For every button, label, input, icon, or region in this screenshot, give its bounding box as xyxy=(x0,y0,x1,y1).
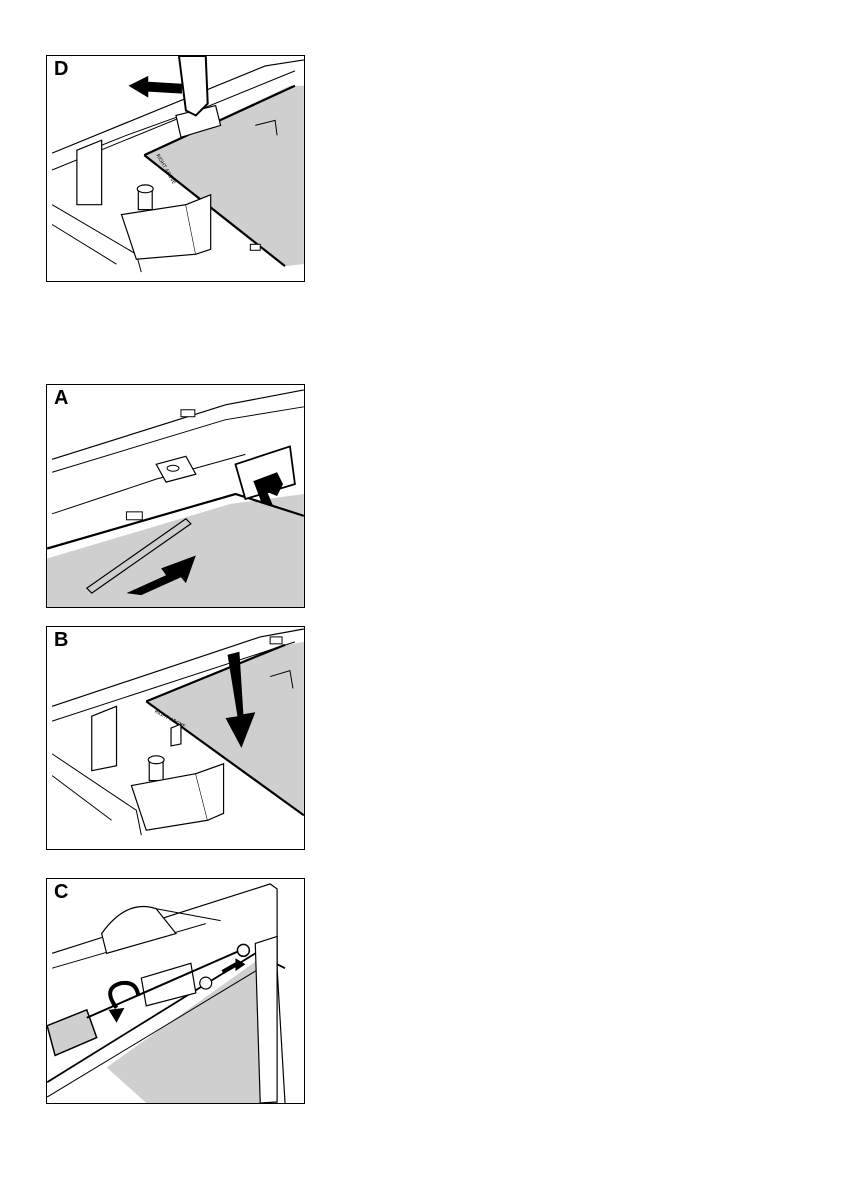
screw-bolt xyxy=(200,977,212,989)
figure-d-illustration: RIGHT ABOVE xyxy=(47,56,304,281)
rail-line xyxy=(52,390,304,459)
figure-b-illustration: RIGHT ABOVE xyxy=(47,627,304,849)
bolt-head xyxy=(137,185,153,193)
screwdriver xyxy=(179,56,208,115)
figure-a-illustration xyxy=(47,385,304,607)
base-plate xyxy=(131,774,207,830)
figure-c: C xyxy=(46,878,305,1104)
figure-label-b: B xyxy=(54,630,68,650)
screw xyxy=(237,944,249,956)
figure-label-a: A xyxy=(54,388,68,408)
small-tab xyxy=(250,244,260,250)
small-tab xyxy=(181,410,195,417)
front-rail xyxy=(52,225,116,265)
figure-a: A xyxy=(46,384,305,608)
figure-c-illustration xyxy=(47,879,304,1103)
bolt-head xyxy=(167,465,179,471)
figure-d: D RIGHT ABOVE xyxy=(46,55,305,282)
front-rail xyxy=(52,776,111,821)
bolt-head xyxy=(148,756,164,764)
arrow-rotate xyxy=(110,983,138,1008)
roll-cover xyxy=(102,907,176,954)
bracket xyxy=(141,963,196,1006)
small-tab xyxy=(270,637,282,644)
bracket xyxy=(92,706,117,770)
arrow-rotate-head xyxy=(109,1008,125,1023)
arrow-left xyxy=(128,76,182,98)
figure-label-c: C xyxy=(54,882,68,902)
base-plate xyxy=(121,205,195,260)
figure-label-d: D xyxy=(54,59,68,79)
small-tab xyxy=(126,512,142,520)
bracket xyxy=(77,140,102,204)
figure-b: B RIGHT ABOVE xyxy=(46,626,305,850)
